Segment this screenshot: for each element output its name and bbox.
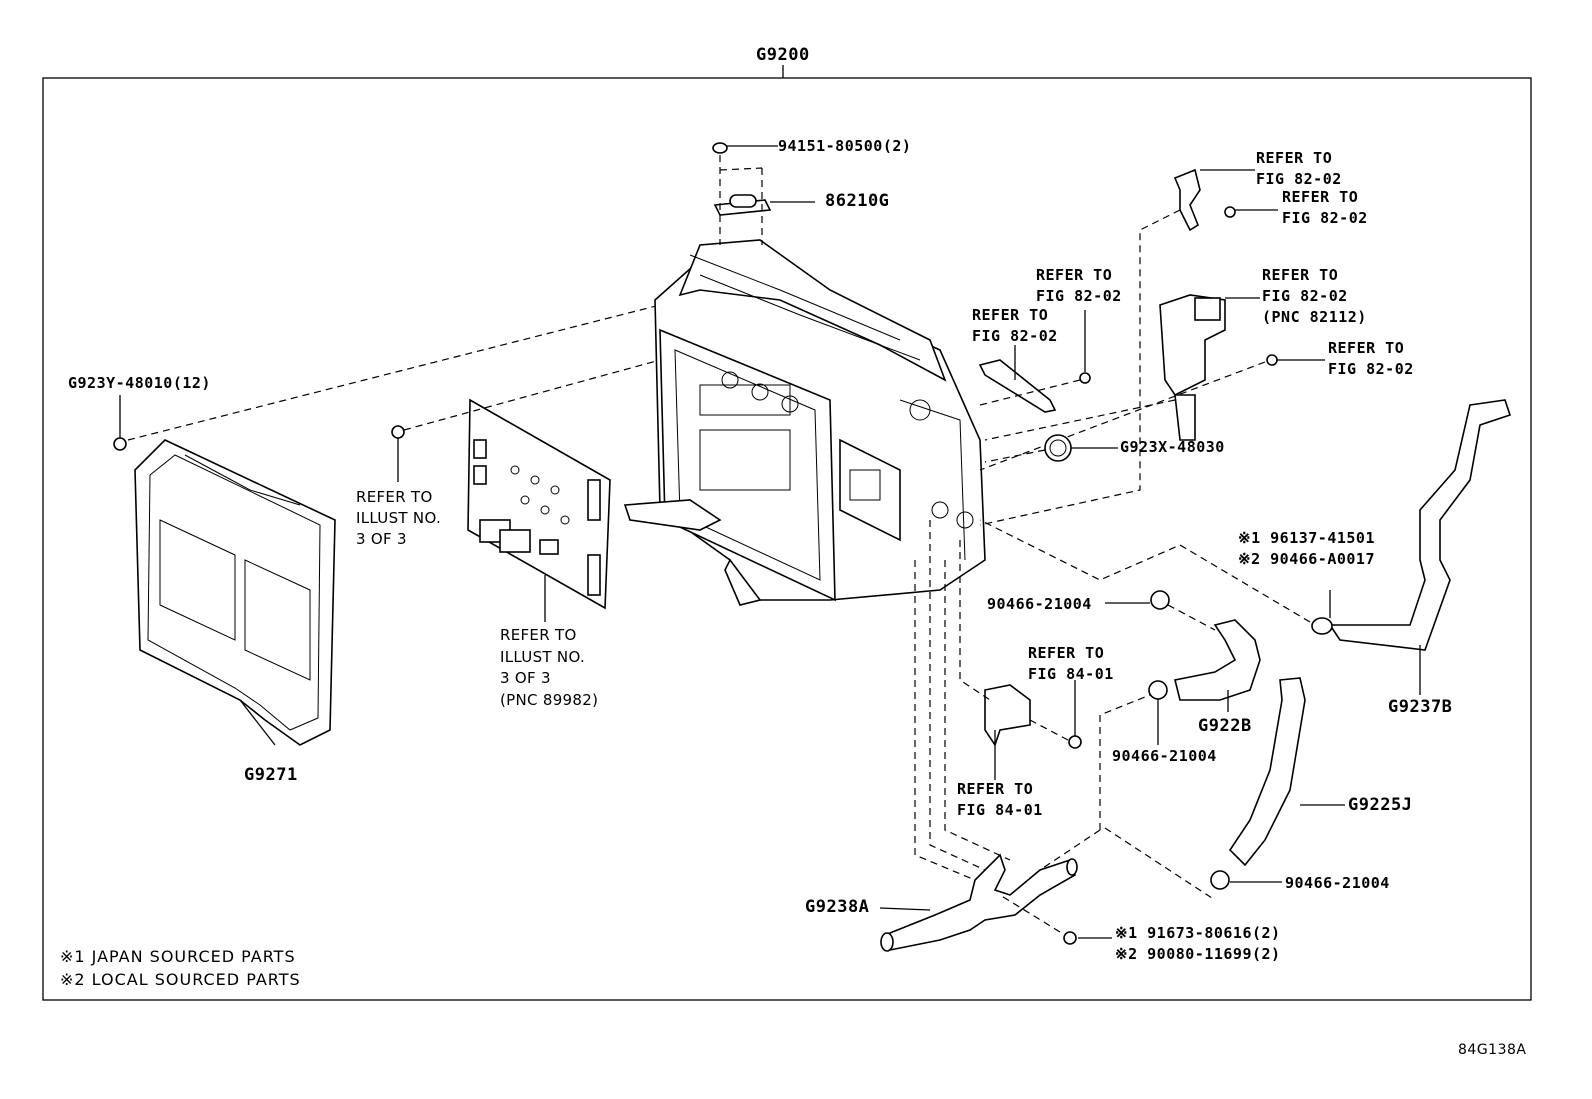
callout-refer-82-02-d: REFER TO FIG 82-02 — [972, 306, 1058, 345]
callout-refer-84-01-a: REFER TO FIG 84-01 — [1028, 644, 1114, 683]
callout-refer-82-02-a: REFER TO FIG 82-02 — [1256, 149, 1342, 188]
hose-g9225j — [1228, 677, 1345, 867]
callout-clip-mid: 90466-21004 — [1112, 747, 1217, 765]
assembly-label: G9200 — [756, 45, 810, 65]
callout-clip-upper: 90466-21004 — [987, 595, 1092, 613]
hose-g9237b — [1328, 399, 1512, 695]
clamp-96137 — [1311, 590, 1333, 635]
callout-nut-94151: 94151-80500(2) — [778, 137, 912, 155]
callout-clip-lower: 90466-21004 — [1285, 874, 1390, 892]
legend-note-2: ※2 LOCAL SOURCED PARTS — [60, 970, 301, 989]
callout-refer-82-02-b: REFER TO FIG 82-02 — [1282, 188, 1368, 227]
callout-refer-illust-board: REFER TO ILLUST NO. 3 OF 3 (PNC 89982) — [500, 626, 599, 709]
fuse-86210g — [713, 194, 815, 216]
callout-hose-g922b: G922B — [1198, 716, 1252, 736]
bolt-84-01 — [1068, 680, 1082, 749]
bolt-82-02-mid — [1079, 310, 1091, 384]
callout-hose-g9237b: G9237B — [1388, 697, 1453, 717]
assembly-frame — [42, 77, 1532, 1001]
inverter-body — [623, 239, 986, 606]
callout-refer-82-02-pnc: REFER TO FIG 82-02 (PNC 82112) — [1262, 266, 1367, 326]
callout-clamp-note: ※1 96137-41501 ※2 90466-A0017 — [1238, 529, 1375, 568]
clip-90466-mid — [1148, 680, 1168, 745]
screw-board — [391, 425, 405, 482]
figure-code: 84G138A — [1458, 1042, 1527, 1058]
callout-refer-82-02-c: REFER TO FIG 82-02 — [1036, 266, 1122, 305]
callout-pipe-g9238a: G9238A — [805, 897, 870, 917]
bolt-g923y — [113, 395, 127, 451]
legend-note-1: ※1 JAPAN SOURCED PARTS — [60, 947, 296, 966]
nut-94151 — [712, 142, 778, 154]
connector-82-02-pnc — [1159, 294, 1260, 441]
callout-refer-illust-left: REFER TO ILLUST NO. 3 OF 3 — [356, 488, 442, 548]
callout-clamp-g923x: G923X-48030 — [1120, 438, 1225, 456]
clip-90466-upper — [1105, 590, 1170, 610]
clip-90466-lower — [1210, 870, 1282, 890]
bolt-91673 — [1063, 931, 1112, 945]
bracket-84-01 — [984, 684, 1031, 780]
control-board — [467, 398, 611, 622]
bracket-82-02-top — [1173, 168, 1255, 232]
bolt-82-02-top — [1224, 206, 1278, 218]
callout-refer-82-02-f: REFER TO FIG 82-02 — [1328, 339, 1414, 378]
callout-bolt-note: ※1 91673-80616(2) ※2 90080-11699(2) — [1115, 924, 1281, 963]
callout-bolt-g923y: G923Y-48010(12) — [68, 374, 211, 392]
callout-fuse-86210g: 86210G — [825, 191, 890, 211]
pipe-g9238a — [879, 853, 1078, 952]
callout-cover-g9271: G9271 — [244, 765, 298, 785]
hose-g922b — [1174, 619, 1261, 712]
clamp-g923x — [1044, 434, 1118, 462]
inverter-cover-g9271 — [134, 439, 336, 746]
bracket-82-02-left — [978, 345, 1057, 413]
callout-refer-84-01-b: REFER TO FIG 84-01 — [957, 780, 1043, 819]
callout-hose-g9225j: G9225J — [1348, 795, 1413, 815]
bolt-82-02-right — [1266, 354, 1325, 366]
